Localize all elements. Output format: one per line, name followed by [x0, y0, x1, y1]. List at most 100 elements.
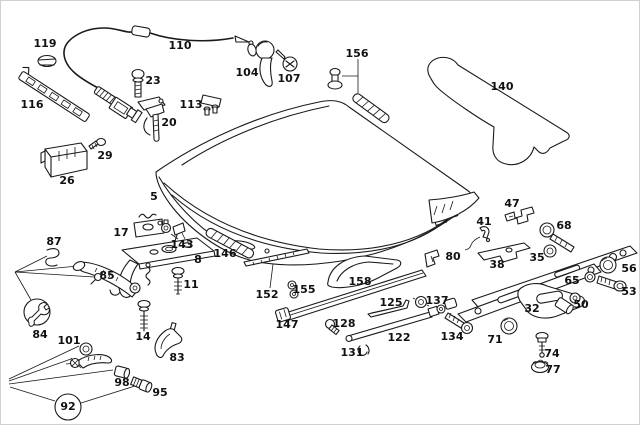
part-23-screw — [131, 68, 145, 98]
part-98-bushing — [113, 365, 131, 379]
part-label-146: 146 — [214, 247, 237, 260]
part-128-bolt — [324, 318, 340, 336]
part-label-35: 35 — [529, 251, 544, 264]
part-label-83: 83 — [169, 351, 184, 364]
part-label-14: 14 — [135, 330, 151, 343]
part-label-53: 53 — [621, 285, 636, 298]
part-label-87: 87 — [46, 235, 61, 248]
part-label-11: 11 — [183, 278, 198, 291]
part-119-cap — [37, 54, 57, 68]
part-label-147: 147 — [276, 318, 299, 331]
part-label-85: 85 — [99, 269, 114, 282]
part-label-128: 128 — [333, 317, 356, 330]
part-label-77: 77 — [545, 363, 560, 376]
part-53-screw — [596, 275, 627, 292]
part-156-clip-and-strip — [327, 59, 390, 124]
kit-92-leader-lines — [8, 345, 136, 404]
part-label-17: 17 — [113, 226, 128, 239]
part-17-lock-upper — [133, 213, 165, 238]
part-label-110: 110 — [169, 39, 192, 52]
part-label-113: 113 — [180, 98, 203, 111]
part-26-bracket-box — [40, 142, 88, 178]
part-85-ball-stud — [90, 272, 103, 285]
part-80-clip — [424, 249, 440, 268]
part-32-hinge — [457, 245, 638, 323]
part-label-47: 47 — [504, 197, 519, 210]
part-label-158: 158 — [349, 275, 372, 288]
part-35-nut — [543, 244, 557, 258]
release-lever-arm — [72, 261, 141, 298]
part-label-95: 95 — [152, 386, 167, 399]
part-label-8: 8 — [194, 253, 202, 266]
part-116-rail — [18, 66, 90, 122]
part-label-20: 20 — [161, 116, 177, 129]
part-label-152: 152 — [256, 288, 279, 301]
part-71-grommet — [500, 317, 518, 335]
part-146-molding — [205, 227, 255, 259]
part-47-bracket — [504, 206, 535, 225]
part-104-release-handle — [247, 40, 275, 87]
part-label-155: 155 — [293, 283, 316, 296]
part-label-29: 29 — [97, 149, 112, 162]
part-label-104: 104 — [236, 66, 259, 79]
part-label-65: 65 — [564, 274, 579, 287]
wrench-icon — [27, 302, 50, 327]
part-label-140: 140 — [491, 80, 514, 93]
part-label-71: 71 — [487, 333, 502, 346]
left-cluster-leader-lines — [14, 255, 95, 301]
part-label-107: 107 — [278, 72, 301, 85]
part-125-strip — [367, 299, 410, 318]
part-147-bar — [274, 269, 427, 323]
part-68-bolt — [539, 222, 575, 253]
part-152-strip — [243, 248, 310, 289]
part-label-98: 98 — [114, 376, 129, 389]
part-137-nut — [412, 295, 430, 309]
part-56-grommet — [599, 256, 617, 274]
part-label-116: 116 — [21, 98, 44, 111]
part-107-screw — [275, 49, 298, 72]
part-label-125: 125 — [380, 296, 403, 309]
part-20-lock-support — [137, 96, 166, 142]
part-41-hook — [464, 226, 491, 251]
part-label-101: 101 — [58, 334, 81, 347]
part-label-80: 80 — [445, 250, 461, 263]
part-label-68: 68 — [556, 219, 571, 232]
part-95-pin — [130, 376, 153, 393]
part-label-156: 156 — [346, 47, 369, 60]
part-label-50: 50 — [573, 298, 589, 311]
part-label-41: 41 — [476, 215, 491, 228]
part-label-32: 32 — [524, 302, 539, 315]
part-143-roller-lever — [160, 219, 186, 242]
part-87-clip — [45, 248, 60, 267]
part-83-bracket — [154, 322, 183, 358]
part-122-prop-rod — [345, 297, 458, 343]
part-label-143: 143 — [171, 238, 194, 251]
part-77-nut — [530, 359, 550, 374]
part-50-spacer — [554, 297, 574, 315]
part-113-clip — [200, 94, 222, 116]
part-label-26: 26 — [59, 174, 75, 187]
part-101-nut — [79, 342, 93, 356]
part-110-release-cable — [63, 25, 254, 124]
part-5-hood-panel — [155, 100, 474, 266]
wrench-circle-symbol — [23, 298, 51, 327]
part-label-23: 23 — [145, 74, 160, 87]
part-label-56: 56 — [621, 262, 637, 275]
part-label-74: 74 — [544, 347, 560, 360]
part-label-84: 84 — [32, 328, 48, 341]
part-label-92: 92 — [60, 400, 75, 413]
part-155-grommets — [287, 280, 299, 299]
part-14-screw — [137, 299, 151, 332]
part-140-insulation-pad — [427, 56, 570, 166]
part-label-137: 137 — [426, 294, 449, 307]
part-11-screw — [171, 266, 185, 295]
part-label-circle-92 — [54, 393, 82, 421]
part-label-119: 119 — [34, 37, 57, 50]
part-134-screw — [444, 312, 474, 335]
part-65-nut — [584, 271, 596, 283]
part-label-131: 131 — [341, 346, 364, 359]
part-label-122: 122 — [388, 331, 411, 344]
